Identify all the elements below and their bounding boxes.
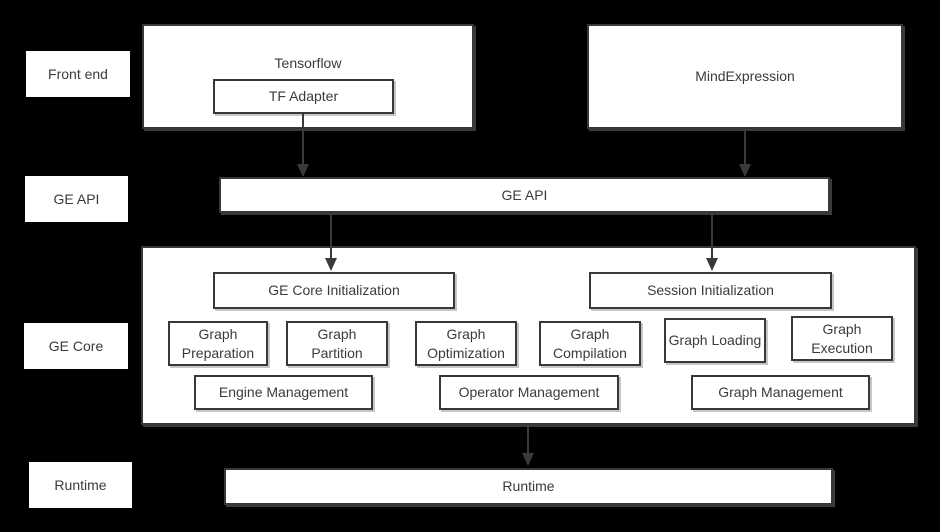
graph-optimization-box: Graph Optimization — [415, 321, 517, 366]
arrow-ge-api-to-ge-core-initialization — [325, 212, 337, 271]
arrowhead-down-icon — [739, 164, 751, 177]
tf-adapter-box: TF Adapter — [213, 79, 394, 114]
tensorflow-title: Tensorflow — [274, 55, 342, 71]
arrow-shaft — [711, 212, 713, 260]
graph-execution-box: Graph Execution — [791, 316, 893, 361]
graph-loading-box: Graph Loading — [664, 318, 766, 363]
arrow-ge-api-to-session-initialization — [706, 212, 718, 271]
mind-expression-box: MindExpression — [587, 24, 903, 129]
ge-api-bar: GE API — [219, 177, 830, 213]
graph-compilation-box: Graph Compilation — [539, 321, 641, 366]
arrow-tf-adapter-to-ge-api — [297, 114, 309, 177]
graph-management-box: Graph Management — [691, 375, 870, 410]
layer-label-ge-core: GE Core — [24, 323, 128, 369]
layer-label-ge-api: GE API — [25, 176, 128, 222]
graph-partition-box: Graph Partition — [286, 321, 388, 366]
arrowhead-down-icon — [325, 258, 337, 271]
layer-label-front-end: Front end — [26, 51, 130, 97]
ge-core-initialization-box: GE Core Initialization — [213, 272, 455, 309]
arrow-mind-expression-to-ge-api — [739, 129, 751, 177]
arrow-ge-core-to-runtime — [522, 425, 534, 466]
runtime-bar: Runtime — [224, 468, 833, 505]
session-initialization-box: Session Initialization — [589, 272, 832, 309]
layer-label-runtime: Runtime — [29, 462, 132, 508]
arrow-shaft — [302, 114, 304, 166]
arrowhead-down-icon — [522, 453, 534, 466]
engine-management-box: Engine Management — [194, 375, 373, 410]
operator-management-box: Operator Management — [439, 375, 619, 410]
arrow-shaft — [744, 129, 746, 166]
graph-preparation-box: Graph Preparation — [168, 321, 268, 366]
arrowhead-down-icon — [706, 258, 718, 271]
arrow-shaft — [330, 212, 332, 260]
arrow-shaft — [527, 425, 529, 455]
arrowhead-down-icon — [297, 164, 309, 177]
